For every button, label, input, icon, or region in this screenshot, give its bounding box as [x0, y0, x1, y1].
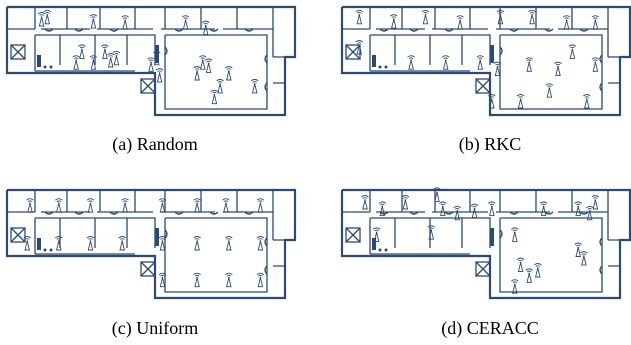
- antenna-icon: [54, 236, 63, 251]
- antenna-icon: [89, 55, 98, 70]
- antenna-icon: [54, 198, 63, 213]
- antenna-icon: [487, 201, 496, 216]
- antenna-icon: [525, 268, 534, 283]
- caption-d: (d) CERACC: [441, 318, 539, 339]
- antenna-icon: [224, 66, 233, 81]
- antenna-icon: [579, 251, 588, 266]
- antenna-icon: [510, 279, 519, 294]
- antenna-icon: [121, 198, 130, 213]
- antenna-icon: [193, 66, 202, 81]
- antenna-icon: [26, 198, 34, 213]
- antenna-icon: [568, 44, 577, 59]
- panel-random: [5, 5, 297, 117]
- antenna-icon: [121, 15, 130, 30]
- antenna-icon: [112, 50, 121, 66]
- antenna-icon: [216, 78, 225, 94]
- antenna-icon: [86, 236, 95, 251]
- antenna-icon: [533, 263, 542, 278]
- antenna-icon: [591, 57, 600, 72]
- antenna-icon: [43, 9, 52, 25]
- caption-c: (c) Uniform: [112, 318, 198, 339]
- antenna-icon: [562, 15, 571, 30]
- antenna-icon: [582, 94, 591, 109]
- antenna-icon: [591, 195, 600, 210]
- antenna-icon: [86, 198, 95, 213]
- antenna-icon: [516, 94, 525, 109]
- antenna-icon: [361, 195, 369, 210]
- antenna-icon: [118, 236, 127, 251]
- antenna-icon: [193, 236, 202, 251]
- antenna-icon: [100, 44, 109, 59]
- antenna-icon: [401, 195, 410, 210]
- antenna-icon: [574, 242, 583, 257]
- antenna-icon: [256, 198, 265, 213]
- antenna-icon: [389, 14, 398, 29]
- antenna-icon: [427, 225, 436, 240]
- antenna-icon: [516, 257, 525, 273]
- antenna-icon: [591, 15, 600, 30]
- antenna-icon: [476, 55, 485, 70]
- antenna-icon: [421, 9, 430, 25]
- antenna-icon: [155, 68, 164, 83]
- antenna-icon: [147, 57, 155, 72]
- antenna-icon: [250, 78, 259, 94]
- antenna-icon: [256, 272, 265, 288]
- antenna-icon: [355, 9, 364, 25]
- antenna-icon: [89, 14, 98, 29]
- antenna-icon: [441, 55, 450, 70]
- antenna-icon: [224, 272, 233, 288]
- floor-plan: [5, 5, 297, 117]
- antenna-icon: [470, 203, 479, 219]
- panel-ceracc: [340, 187, 631, 300]
- antenna-icon: [106, 53, 115, 68]
- caption-b: (b) RKC: [459, 134, 522, 155]
- antenna-icon: [221, 198, 230, 213]
- antenna-icon: [210, 89, 219, 105]
- antenna-icon: [193, 198, 202, 213]
- antenna-icon: [528, 9, 537, 25]
- antenna-icon: [545, 83, 554, 98]
- antenna-icon: [525, 57, 534, 72]
- panel-uniform: [5, 188, 297, 300]
- antenna-icon: [510, 227, 519, 242]
- antenna-icon: [72, 55, 81, 70]
- antenna-icon: [438, 201, 447, 216]
- caption-a: (a) Random: [112, 134, 197, 155]
- antenna-icon: [256, 236, 265, 251]
- antenna-icon: [554, 61, 562, 77]
- antenna-icon: [193, 272, 202, 288]
- antenna-icon: [407, 55, 416, 70]
- antenna-icon: [201, 20, 210, 36]
- antenna-icon: [77, 44, 86, 59]
- antenna-icon: [198, 55, 207, 70]
- antenna-icon: [37, 12, 46, 27]
- antenna-icon: [456, 15, 465, 30]
- antenna-icon: [204, 58, 213, 73]
- antenna-icon: [224, 236, 233, 251]
- antenna-icon: [181, 15, 190, 30]
- floor-plan: [340, 188, 631, 300]
- floor-plan: [5, 188, 297, 300]
- panel-rkc: [340, 5, 631, 117]
